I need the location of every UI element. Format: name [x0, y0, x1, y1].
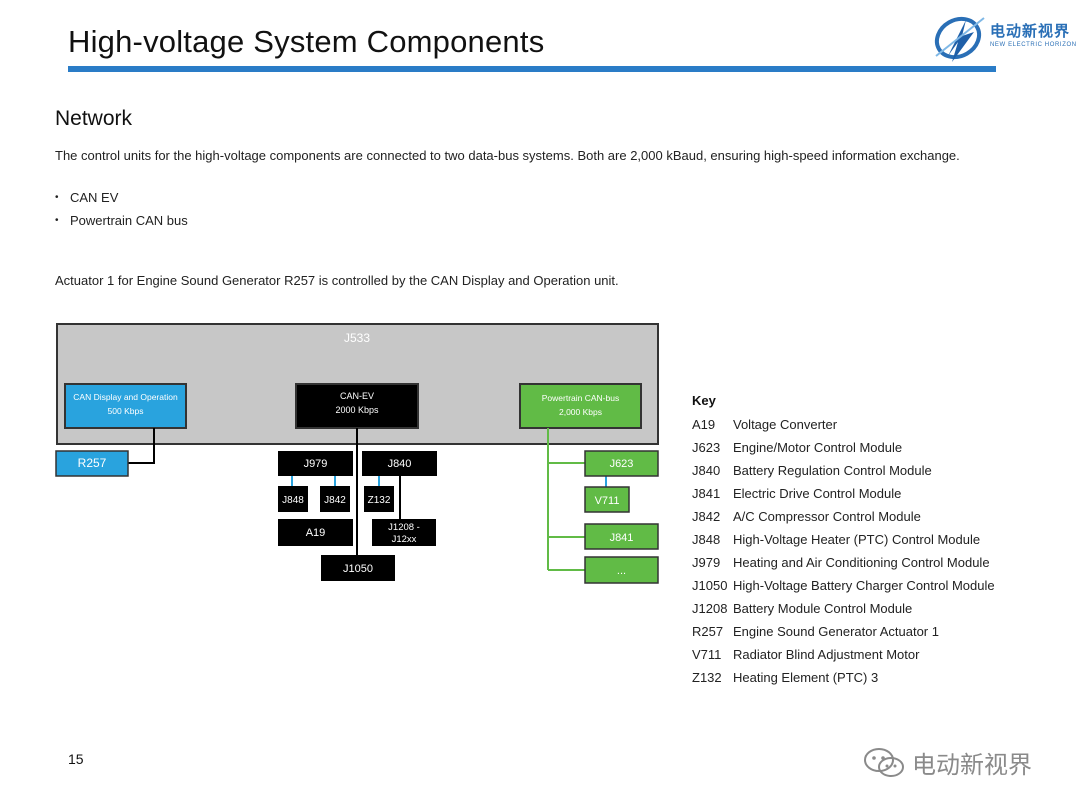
more-box: [584, 556, 659, 584]
j841-box: [584, 523, 659, 550]
bus-list: • CAN EV • Powertrain CAN bus: [55, 186, 188, 232]
z132-label: Z132: [368, 495, 391, 506]
j840-box: [362, 451, 437, 476]
list-item: • Powertrain CAN bus: [55, 209, 188, 232]
title-underline: [68, 66, 996, 72]
list-item: • CAN EV: [55, 186, 188, 209]
page-number: 15: [68, 751, 84, 767]
key-item: J840 Battery Regulation Control Module: [692, 459, 995, 482]
key-desc: Heating Element (PTC) 3: [733, 670, 879, 685]
bullet-icon: •: [55, 192, 59, 203]
j840-label: J840: [388, 458, 412, 470]
key-code: J840: [692, 463, 721, 478]
key-code: J623: [692, 440, 721, 455]
key-item: R257 Engine Sound Generator Actuator 1: [692, 620, 995, 643]
key-code: J1050: [692, 578, 728, 593]
key-code: V711: [692, 647, 722, 662]
key-code: J841: [692, 486, 721, 501]
j979-label: J979: [304, 458, 328, 470]
can-ev-speed: 2000 Kbps: [335, 405, 379, 415]
a19-label: A19: [306, 527, 326, 539]
powertrain-can-box: [519, 383, 642, 429]
brand-logo: [934, 16, 985, 62]
actuator-note: Actuator 1 for Engine Sound Generator R2…: [55, 273, 619, 288]
j842-label: J842: [324, 495, 346, 506]
key-desc: High-Voltage Heater (PTC) Control Module: [733, 532, 981, 547]
r257-box: [55, 450, 129, 477]
key-item: Z132 Heating Element (PTC) 3: [692, 666, 995, 689]
key-desc: Radiator Blind Adjustment Motor: [733, 647, 920, 662]
can-ev-box: [295, 383, 419, 429]
j623-box: [584, 450, 659, 477]
key-desc: Battery Regulation Control Module: [733, 463, 932, 478]
key-desc: A/C Compressor Control Module: [733, 509, 921, 524]
key-item: J623 Engine/Motor Control Module: [692, 436, 995, 459]
v711-box: [584, 486, 630, 513]
key-item: J979 Heating and Air Conditioning Control…: [692, 551, 995, 574]
can-display-speed: 500 Kbps: [108, 406, 144, 416]
key-item: V711 Radiator Blind Adjustment Motor: [692, 643, 995, 666]
can-display-box: [64, 383, 187, 429]
watermark: 电动新视界: [862, 745, 1032, 780]
intro-text: The control units for the high-voltage c…: [55, 148, 960, 163]
key-item: J1050 High-Voltage Battery Charger Contro…: [692, 574, 995, 597]
j848-label: J848: [282, 495, 304, 506]
key-desc: High-Voltage Battery Charger Control Mod…: [733, 578, 995, 593]
j848-box: [278, 486, 308, 512]
key-code: J1208: [692, 601, 728, 616]
j1050-box: [321, 555, 395, 581]
key-desc: Electric Drive Control Module: [733, 486, 902, 501]
j841-label: J841: [610, 532, 634, 544]
key-item: J1208 Battery Module Control Module: [692, 597, 995, 620]
j1208-label: J1208 -: [388, 522, 420, 533]
key-code: Z132: [692, 670, 722, 685]
key-list: A19 Voltage Converter J623 Engine/Motor Co…: [692, 413, 995, 689]
j1050-label: J1050: [343, 563, 373, 575]
bullet-text: CAN EV: [70, 190, 119, 205]
j979-box: [278, 451, 353, 476]
key-item: A19 Voltage Converter: [692, 413, 995, 436]
a19-box: [278, 519, 353, 546]
powertrain-can-label: Powertrain CAN-bus: [542, 393, 619, 403]
key-desc: Heating and Air Conditioning Control Mod…: [733, 555, 990, 570]
logo-text-en: NEW ELECTRIC HORIZON: [990, 42, 1077, 48]
r257-label: R257: [78, 456, 107, 470]
z132-box: [364, 486, 394, 512]
key-item: J841 Electric Drive Control Module: [692, 482, 995, 505]
page-title: High-voltage System Components: [68, 24, 545, 59]
key-title: Key: [692, 393, 716, 408]
j623-label: J623: [610, 458, 634, 470]
wechat-icon: [864, 747, 904, 777]
key-item: J842 A/C Compressor Control Module: [692, 505, 995, 528]
watermark-text: 电动新视界: [912, 752, 1032, 779]
key-code: R257: [692, 624, 724, 639]
key-desc: Battery Module Control Module: [733, 601, 913, 616]
key-code: J979: [692, 555, 721, 570]
v711-label: V711: [595, 495, 620, 507]
bullet-text: Powertrain CAN bus: [70, 213, 188, 228]
j842-box: [320, 486, 350, 512]
key-item: J848 High-Voltage Heater (PTC) Control Mo…: [692, 528, 995, 551]
key-desc: Engine Sound Generator Actuator 1: [733, 624, 939, 639]
j1208-box: [372, 519, 436, 546]
more-label: ...: [617, 565, 626, 577]
gateway-label: J533: [344, 331, 370, 345]
key-desc: Voltage Converter: [733, 417, 838, 432]
logo-text-cn: 电动新视界: [990, 23, 1071, 40]
bullet-icon: •: [55, 215, 59, 226]
powertrain-can-speed: 2,000 Kbps: [559, 407, 602, 417]
key-code: A19: [692, 417, 716, 432]
key-desc: Engine/Motor Control Module: [733, 440, 903, 455]
section-title: Network: [55, 107, 133, 130]
key-code: J848: [692, 532, 721, 547]
can-ev-label: CAN-EV: [340, 391, 374, 401]
can-display-label: CAN Display and Operation: [73, 392, 178, 402]
r257-connector: [128, 428, 155, 464]
key-code: J842: [692, 509, 721, 524]
j1208-range: J12xx: [392, 534, 417, 545]
